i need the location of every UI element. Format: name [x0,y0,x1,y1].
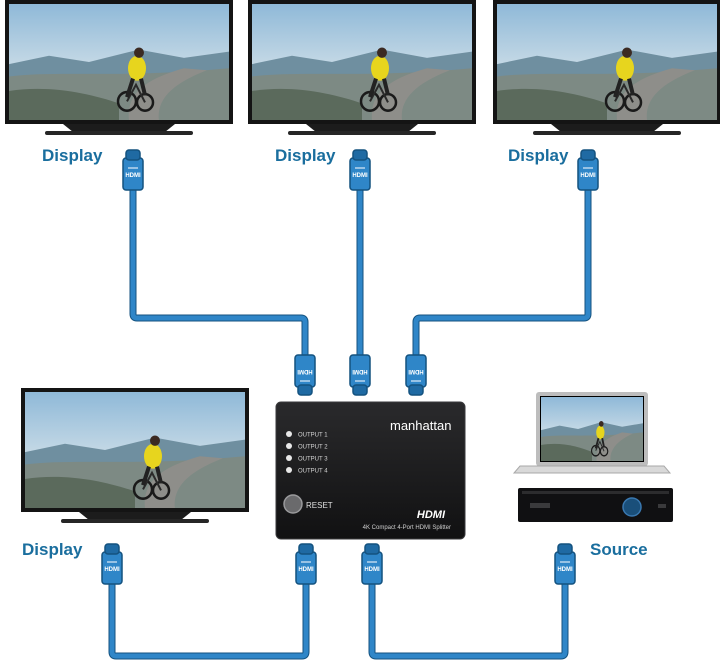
led-icon [286,455,292,461]
hdmi-cables [108,181,592,660]
hdmi-connector-label: HDMI [297,368,313,374]
hdmi-connector-source: HDMI [554,543,576,585]
hdmi-connector-label: HDMI [364,567,380,573]
reset-button[interactable] [283,494,303,514]
display-label-top-center: Display [275,146,336,165]
led-icon [286,431,292,437]
source-label: Source [590,540,648,559]
hdmi-connectors: HDMI HDMI HDMI HDMI HDMI HDMI HDMI HDMI HDMI HDMI [101,149,599,585]
brand-name: manhattan [390,418,451,433]
output-indicators: OUTPUT 1 OUTPUT 2 OUTPUT 3 OUTPUT 4 [286,431,328,475]
hdmi-connector-label: HDMI [352,368,368,374]
output-indicator-1: OUTPUT 1 [286,431,328,439]
display-label-bottom-left: Display [22,540,83,559]
display-label-top-right: Display [508,146,569,165]
output-indicator-3: OUTPUT 3 [286,455,328,463]
display-screen-top-center [248,0,476,135]
display-label-top-left: Display [42,146,103,165]
hdmi-connector-label: HDMI [557,567,573,573]
hdmi-connector-splitter-source: HDMI [361,543,383,585]
hdmi-connector-label: HDMI [408,368,424,374]
output-indicator-2: OUTPUT 2 [286,443,328,451]
hdmi-connector-label: HDMI [580,173,596,179]
hdmi-connector-label: HDMI [352,173,368,179]
laptop-source [512,392,672,474]
source-player-box [518,488,673,522]
display-screen-bottom-left [21,388,249,523]
hdmi-connector-label: HDMI [125,173,141,179]
brand-logo: manhattan [390,418,451,433]
hdmi-connector-top-center: HDMI [349,149,371,191]
output-label: OUTPUT 4 [298,469,328,475]
output-label: OUTPUT 3 [298,457,328,463]
hdmi-connector-splitter-in-2: HDMI [349,354,371,396]
led-icon [286,467,292,473]
output-label: OUTPUT 1 [298,433,328,439]
hdmi-logo: HDMI [417,509,446,521]
hdmi-connector-label: HDMI [298,567,314,573]
hdmi-connector-splitter-in-3: HDMI [405,354,427,396]
led-icon [286,443,292,449]
hdmi-connector-splitter-in-1: HDMI [294,354,316,396]
reset-label: RESET [306,501,333,510]
hdmi-connector-bottom-left: HDMI [101,543,123,585]
model-name: 4K Compact 4-Port HDMI Splitter [363,525,451,531]
output-label: OUTPUT 2 [298,445,328,451]
output-indicator-4: OUTPUT 4 [286,467,328,475]
display-screen-top-left [5,0,233,135]
hdmi-connector-label: HDMI [104,567,120,573]
hdmi-connector-top-right: HDMI [577,149,599,191]
hdmi-connector-splitter-out: HDMI [295,543,317,585]
hdmi-connector-top-left: HDMI [122,149,144,191]
display-screen-top-right [493,0,720,135]
